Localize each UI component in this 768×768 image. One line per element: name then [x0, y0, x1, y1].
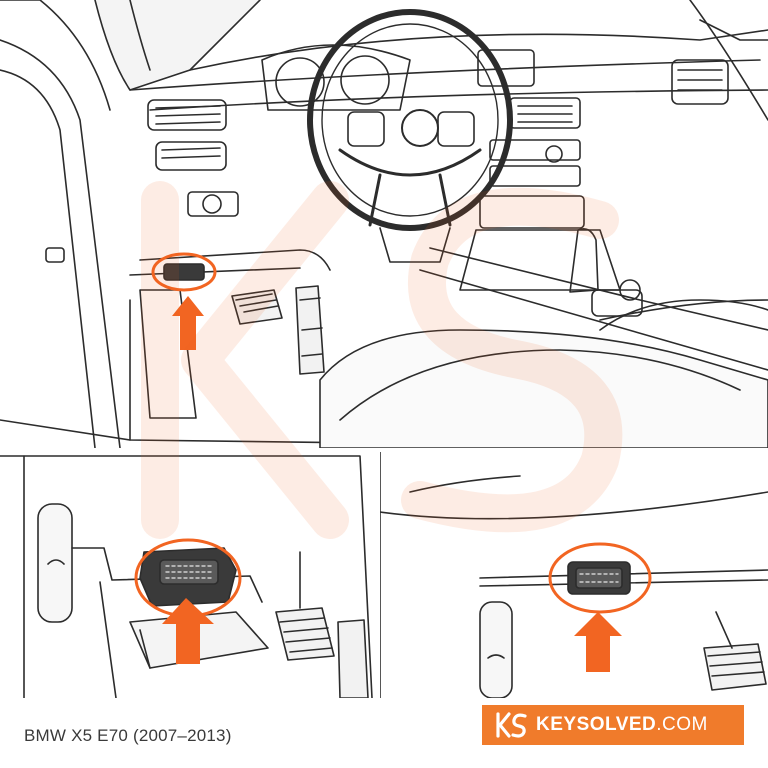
brand-tld: .COM [656, 714, 708, 735]
obd-location-ring [151, 252, 217, 292]
brand-name: KEYSOLVED [536, 714, 657, 735]
detail-panel-port-closeup [380, 452, 768, 698]
detail-drawing-right [380, 452, 768, 698]
obd-arrow-icon [172, 296, 204, 350]
interior-drawing [0, 0, 768, 448]
brand-badge: KEYSOLVED .COM [482, 705, 744, 745]
vehicle-caption: BMW X5 E70 (2007–2013) [24, 726, 232, 745]
panel-divider-vertical [374, 452, 380, 698]
interior-overview-panel [0, 0, 768, 448]
panel-divider-horizontal [0, 448, 768, 452]
detail-panel-flap-open [0, 452, 374, 698]
obd-location-ring [548, 542, 652, 614]
obd-arrow-icon [162, 598, 214, 664]
ks-logo-icon [496, 712, 527, 738]
door-frame-line [0, 39, 121, 448]
obd-arrow-icon [574, 612, 622, 672]
detail-drawing-left [0, 455, 373, 698]
